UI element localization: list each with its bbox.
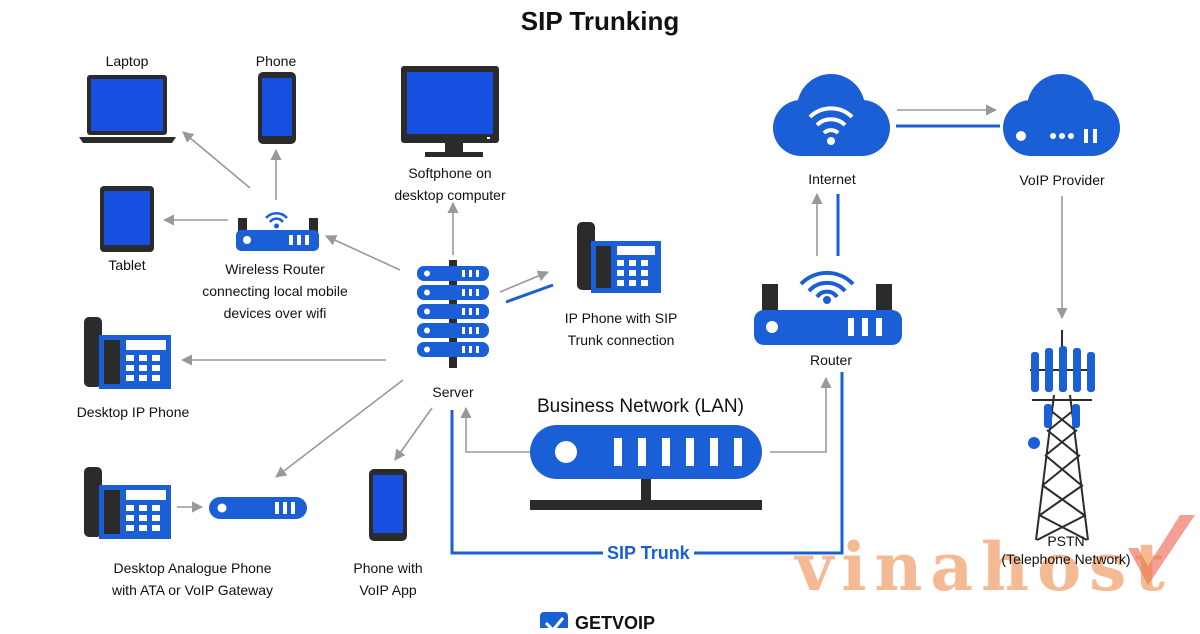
sip-server-ip-phone: [505, 283, 554, 304]
arrow-lan-server: [460, 406, 530, 453]
internet-cloud-icon: [773, 74, 890, 156]
connector-arrows: [162, 104, 1068, 513]
label-laptop: Laptop: [105, 53, 149, 69]
analogue-phone-icon: [84, 467, 171, 539]
label-wireless-router: Wireless Router connecting local mobile …: [185, 258, 365, 324]
lan-switch-icon: [530, 425, 762, 510]
label-softphone-line1: Softphone on: [408, 165, 492, 181]
ip-phone-sip-icon: [577, 222, 661, 293]
desktop-ip-phone-icon: [84, 317, 171, 389]
label-internet: Internet: [808, 171, 856, 187]
wireless-router-icon: [236, 212, 319, 251]
sip-trunk-lines: [450, 124, 1000, 555]
label-desktop-ip-phone: Desktop IP Phone: [76, 404, 190, 420]
label-analogue-phone-line1: Desktop Analogue Phone: [113, 560, 272, 576]
label-phone: Phone: [255, 53, 297, 69]
voip-provider-cloud-icon: [1003, 74, 1120, 156]
label-wireless-router-line1: Wireless Router: [225, 261, 325, 277]
arrow-server-ip-phone: [499, 270, 550, 293]
server-icon: [417, 260, 489, 368]
arrow-server-phone-app: [394, 407, 433, 461]
mobile-voip-app-icon: [369, 469, 407, 541]
label-tablet: Tablet: [108, 257, 146, 273]
watermark-check-icon: [1128, 515, 1195, 585]
label-wireless-router-line3: devices over wifi: [223, 305, 327, 321]
router-icon: [754, 270, 902, 345]
pstn-tower-icon: [1028, 330, 1095, 541]
arrow-router-laptop: [182, 131, 251, 189]
label-analogue-phone-line2: with ATA or VoIP Gateway: [111, 582, 274, 598]
label-softphone-line2: desktop computer: [394, 187, 506, 203]
label-router: Router: [809, 352, 853, 368]
label-lan: Business Network (LAN): [537, 396, 744, 417]
label-server: Server: [432, 384, 474, 400]
label-ip-phone-sip-line1: IP Phone with SIP: [564, 310, 678, 326]
arrow-server-analogue: [275, 379, 404, 478]
watermark-text: vinahost: [795, 528, 1173, 606]
arrow-server-wireless-router: [324, 235, 401, 271]
diagram-title: SIP Trunking: [520, 6, 680, 36]
phone-icon: [258, 72, 296, 144]
label-pstn: PSTN (Telephone Network): [990, 532, 1142, 568]
label-pstn-line1: PSTN: [1047, 533, 1085, 549]
label-analogue-phone: Desktop Analogue Phone with ATA or VoIP …: [95, 557, 290, 601]
label-wireless-router-line2: connecting local mobile: [202, 283, 348, 299]
label-phone-voip-app: Phone with VoIP App: [338, 557, 438, 601]
label-pstn-line2: (Telephone Network): [1001, 551, 1131, 567]
label-ip-phone-sip-line2: Trunk connection: [567, 332, 675, 348]
tablet-icon: [100, 186, 154, 252]
desktop-computer-icon: [401, 66, 499, 157]
label-phone-voip-app-line2: VoIP App: [359, 582, 417, 598]
label-voip-provider: VoIP Provider: [1019, 172, 1105, 188]
arrow-lan-router: [770, 376, 832, 453]
brand-logo-text: GETVOIP: [575, 613, 656, 633]
label-phone-voip-app-line1: Phone with: [353, 560, 423, 576]
laptop-icon: [79, 75, 176, 143]
label-sip-trunk: SIP Trunk: [603, 543, 694, 564]
label-ip-phone-sip: IP Phone with SIP Trunk connection: [545, 307, 697, 351]
getvoip-logo-icon: [540, 612, 568, 628]
label-softphone: Softphone on desktop computer: [370, 162, 530, 206]
ata-gateway-icon: [209, 497, 307, 519]
